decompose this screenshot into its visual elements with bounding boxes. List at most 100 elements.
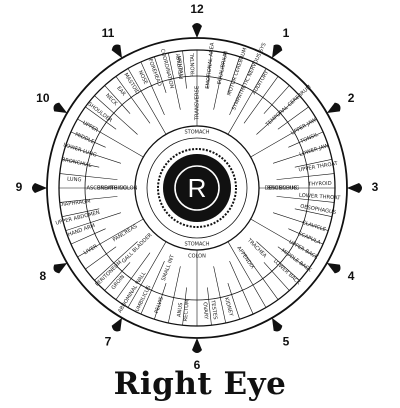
zone-divider: [104, 262, 131, 291]
zone-divider: [229, 61, 254, 116]
middle-zone-label: TRANSVERSE: [195, 86, 201, 121]
teardrop-marker: [272, 44, 283, 59]
hour-number: 1: [283, 26, 290, 40]
zone-divider: [182, 287, 187, 326]
outer-zone-label: HAND ARM: [67, 223, 96, 238]
zone-divider: [207, 50, 212, 89]
hour-number: 3: [372, 180, 379, 194]
zone-divider: [61, 208, 100, 217]
middle-zone-label: SMALL INT: [161, 253, 176, 282]
hour-marker-7: 7: [105, 317, 122, 348]
zone-divider: [229, 260, 254, 315]
outer-zone-label: FRONTAL: [190, 53, 197, 77]
teardrop-marker: [192, 338, 202, 353]
hour-number: 2: [348, 91, 355, 105]
hour-number: 12: [190, 2, 204, 16]
inner-zone-label-colon-bottom: COLON: [188, 254, 206, 260]
zone-divider: [213, 266, 226, 324]
hour-marker-2: 2: [326, 91, 355, 113]
hour-marker-9: 9: [16, 180, 47, 194]
zone-divider: [227, 283, 240, 320]
zone-dividers: [59, 50, 335, 326]
outer-zone-label: PELVIS: [154, 296, 165, 314]
hour-number: 10: [36, 91, 50, 105]
zone-divider: [263, 85, 290, 114]
middle-zone-label: GALL BLADDER: [121, 232, 154, 265]
zone-divider: [288, 228, 324, 245]
outer-zone-label: EMOTIONAL AREA: [205, 42, 216, 89]
zone-divider: [70, 131, 106, 148]
teardrop-marker: [53, 263, 68, 274]
outer-zone-label: MENTAL: [175, 56, 184, 78]
zone-divider: [276, 173, 335, 180]
outer-zone-label: CLAVICLE: [301, 220, 326, 233]
outer-zone-label: ANUS: [176, 302, 184, 317]
middle-zone-label: ASCENDING COLON: [86, 186, 137, 192]
zone-divider: [277, 106, 309, 130]
caption-title: Right Eye: [113, 366, 287, 402]
zone-divider: [227, 68, 267, 135]
zone-divider: [227, 56, 240, 93]
zone-divider: [65, 212, 122, 231]
zone-divider: [250, 218, 317, 258]
hour-marker-4: 4: [326, 263, 355, 283]
outer-zone-label: RECTUM: [183, 299, 191, 321]
outer-zone-label: NECK: [104, 93, 119, 108]
teardrop-marker: [111, 44, 122, 59]
hour-marker-1: 1: [272, 26, 290, 59]
pupil-highlight-ring: [174, 165, 220, 211]
hour-marker-8: 8: [40, 263, 68, 283]
hour-number: 6: [194, 358, 201, 372]
zone-divider: [115, 252, 151, 300]
pupil-disc: [163, 154, 231, 222]
hour-marker-10: 10: [36, 91, 68, 113]
zone-divider: [294, 208, 333, 217]
outer-zone-label: DIAPHRAGM: [59, 199, 91, 209]
zone-divider: [85, 246, 117, 270]
teardrop-marker: [111, 317, 122, 332]
hour-number: 9: [16, 180, 23, 194]
zone-divider: [77, 218, 144, 258]
outer-zone-label: LOWER THROAT: [299, 193, 342, 202]
outer-zone-label: TONSIL: [299, 132, 320, 146]
zone-divider: [243, 76, 279, 124]
zone-divider: [272, 212, 329, 231]
zone-divider: [168, 266, 181, 324]
outer-zone-label: OESOPHAGUS: [300, 204, 337, 216]
hour-marker-3: 3: [347, 180, 379, 194]
outer-zone-label: OVARY: [201, 302, 208, 320]
outer-zone-label: FOREHEAD: [147, 58, 162, 87]
teardrop-marker: [32, 183, 47, 193]
outer-zone-label: KIDNEY: [223, 297, 234, 318]
zone-divider: [277, 246, 309, 270]
middle-zone-label: BREATHING: [97, 186, 127, 192]
teardrop-marker: [272, 317, 283, 332]
zone-divider: [227, 241, 267, 308]
middle-zone-label: APPENDIX: [235, 246, 255, 271]
zone-divider: [127, 68, 167, 135]
zone-divider: [94, 241, 138, 281]
zone-divider: [256, 95, 300, 135]
zone-divider: [70, 228, 106, 245]
outer-zone-label: SHOULDER: [87, 101, 114, 124]
teardrop-marker: [326, 263, 341, 274]
outer-zone-label: MIDDLE: [74, 132, 95, 146]
zone-divider: [140, 260, 165, 315]
zone-divider: [288, 131, 324, 148]
zone-divider: [59, 173, 118, 180]
zone-divider: [115, 76, 151, 124]
zone-divider: [85, 106, 117, 130]
hour-marker-6: 6: [192, 338, 202, 372]
outer-zone-label: LIVER: [83, 243, 99, 256]
hour-number: 8: [40, 269, 47, 283]
outer-zone-label: LOWER JAW: [299, 143, 330, 158]
zone-divider: [256, 241, 300, 281]
outer-zone-label: UPPER THROAT: [298, 161, 339, 174]
zone-divider: [154, 283, 167, 320]
teardrop-marker: [53, 102, 68, 113]
zone-divider: [59, 196, 118, 203]
outer-zone-label: NOSE: [137, 70, 149, 86]
